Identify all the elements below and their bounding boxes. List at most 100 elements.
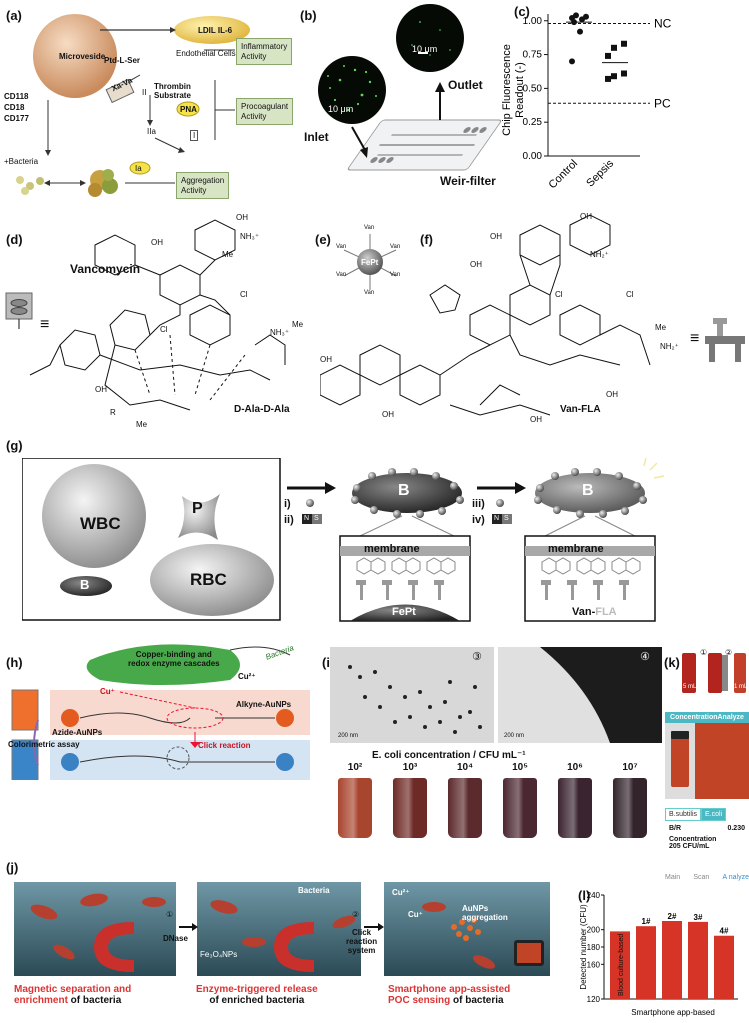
vfla-cl-1: Cl (555, 290, 563, 299)
nav-analyze[interactable]: A nalyze (722, 874, 749, 881)
point-sepsis (605, 52, 611, 59)
vanco-me-3: Me (136, 420, 148, 429)
conc-axis-label: E. coli concentration / CFU mL⁻¹ (372, 750, 526, 761)
vial-1 (393, 778, 427, 838)
inlet-scale: 10 μm (328, 104, 354, 114)
j-step-1: ① (166, 910, 174, 919)
nav-scan[interactable]: Scan (693, 874, 710, 881)
tem-scale-1: 200 nm (338, 733, 359, 739)
van-ligand-2: Van (364, 290, 375, 296)
inflammatory-box: Inflammatory Activity (236, 38, 293, 66)
conc-label-4: 10⁶ (567, 762, 583, 773)
bar-2 (662, 921, 682, 999)
nav-main[interactable]: Main (665, 874, 681, 881)
outlet-scale: 10 μm (412, 44, 438, 54)
panel-a-label: (a) (6, 8, 22, 23)
panel-a-diagram (16, 14, 250, 197)
vial-3 (503, 778, 537, 838)
point-sepsis (611, 73, 617, 80)
vanco-me-2: Me (292, 320, 304, 329)
van-ligand-1: Van (364, 225, 375, 231)
pna-label: PNA (180, 105, 197, 114)
caption-3: Smartphone app-assisted POC sensing of b… (388, 984, 510, 1006)
l-y-tick-label: 160 (587, 960, 601, 969)
l-y-tick-label: 120 (587, 995, 601, 1004)
vancomycin-structure (5, 219, 286, 411)
k-step-1: ① (700, 648, 708, 657)
br-value: 0.230 (727, 825, 745, 832)
bar-0 (610, 931, 630, 999)
app-vial-photo (665, 723, 695, 799)
vanco-me-1: Me (222, 250, 234, 259)
y-tick-label: 0.00 (523, 151, 543, 162)
fe3o4-label: Fe₃O₄NPs (200, 950, 238, 959)
vanco-r: R (110, 408, 116, 417)
step-iii: iii) (472, 498, 485, 510)
vfla-oh-6: OH (530, 415, 542, 424)
vfla-equiv: ≡ (690, 330, 700, 347)
vfla-oh-1: OH (580, 212, 592, 221)
p-label: P (192, 500, 203, 517)
vfla-cl-2: Cl (626, 290, 634, 299)
app-nav-bar: Main Scan A nalyze (665, 874, 749, 881)
d-ala-label: D-Ala-D-Ala (234, 404, 290, 415)
bar-label-2: 2# (668, 912, 677, 921)
app-title: ConcentrationAnalyze (665, 712, 749, 723)
endothelial-cell (174, 16, 250, 44)
app-color-swatch (695, 723, 749, 799)
y-axis-label: Chip Fluorescence (501, 44, 513, 136)
caption-1-black: of bacteria (67, 995, 122, 1006)
vanco-oh-2: OH (151, 238, 163, 247)
van-ligand-4: Van (390, 244, 401, 250)
bacterium-b-1: B (398, 482, 410, 499)
point-sepsis (621, 40, 627, 47)
cascade-label: Copper-binding and redox enzyme cascades (128, 650, 220, 668)
conc-label-3: 10⁵ (512, 762, 528, 773)
tab-bsubtilis[interactable]: B.subtilis (665, 808, 702, 821)
vfla-oh-3: OH (470, 260, 482, 269)
point-control (573, 12, 579, 19)
click-label: Click reaction (198, 741, 251, 750)
caption-3-black: of bacteria (450, 995, 504, 1006)
inlet-micrograph (318, 56, 386, 124)
vfla-oh-4: OH (320, 355, 332, 364)
thrombin-label: Thrombin Substrate (154, 82, 191, 100)
step-iv: iv) (472, 514, 485, 526)
vial-volume-sequence (682, 653, 746, 693)
vol-1ml: 1 mL (734, 684, 748, 690)
ia-label: Ia (135, 164, 142, 173)
magnet-n-1: N (304, 515, 310, 522)
tab-ecoli[interactable]: E.coli (701, 808, 727, 821)
fept-van-nanoparticle (343, 234, 397, 290)
point-sepsis (621, 70, 627, 77)
bacterium-b-2: B (582, 482, 594, 499)
conc-row: Concentration 205 CFU/mL (665, 834, 749, 852)
b-label: B (80, 577, 90, 592)
br-row: B/R 0.230 (665, 821, 749, 834)
panel-h-diagram (11, 644, 310, 780)
vol-5ml: 5 mL (683, 684, 697, 690)
panel-e-label: (e) (315, 232, 331, 247)
conc-value: 205 CFU/mL (669, 843, 710, 850)
membrane-2: membrane (548, 543, 604, 555)
microvesicle-sphere (33, 14, 117, 98)
ldl-label: LDIL IL-6 (198, 26, 233, 35)
van-fla-symbol (705, 318, 745, 362)
wbc-label: WBC (80, 514, 121, 533)
step-i: i) (284, 498, 291, 510)
point-control (569, 58, 575, 65)
vanco-nh3-1: NH₃⁺ (240, 232, 260, 241)
conc-label-1: 10³ (402, 762, 418, 773)
ref-label-pc: PC (654, 96, 671, 110)
inlet-label: Inlet (304, 130, 329, 144)
tem-3-label: ③ (472, 651, 482, 663)
outlet-label: Outlet (448, 78, 483, 92)
dnase-label: DNase (163, 934, 188, 943)
vfla-me: Me (655, 323, 667, 332)
rbc-label: RBC (190, 570, 227, 589)
vial-2 (448, 778, 482, 838)
panel-h-label: (h) (6, 655, 23, 670)
x-tick-label: Control (547, 158, 581, 192)
